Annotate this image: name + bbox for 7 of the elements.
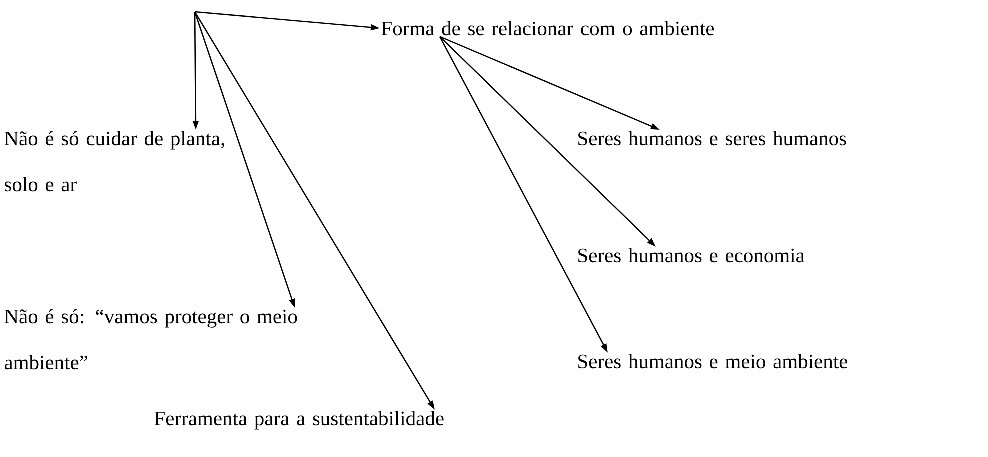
text-label: Forma de se relacionar com o ambiente [382,21,714,36]
text-label: Não é só: “vamos proteger o meio ambiente” [4,309,298,370]
text-label: Seres humanos e meio ambiente [578,354,848,369]
text-label: Não é só cuidar de planta, solo e ar [4,131,224,192]
text-label: Seres humanos e economia [578,248,805,263]
text-label: Seres humanos e seres humanos [578,131,846,146]
text-label: Ferramenta para a sustentabilidade [154,411,444,430]
